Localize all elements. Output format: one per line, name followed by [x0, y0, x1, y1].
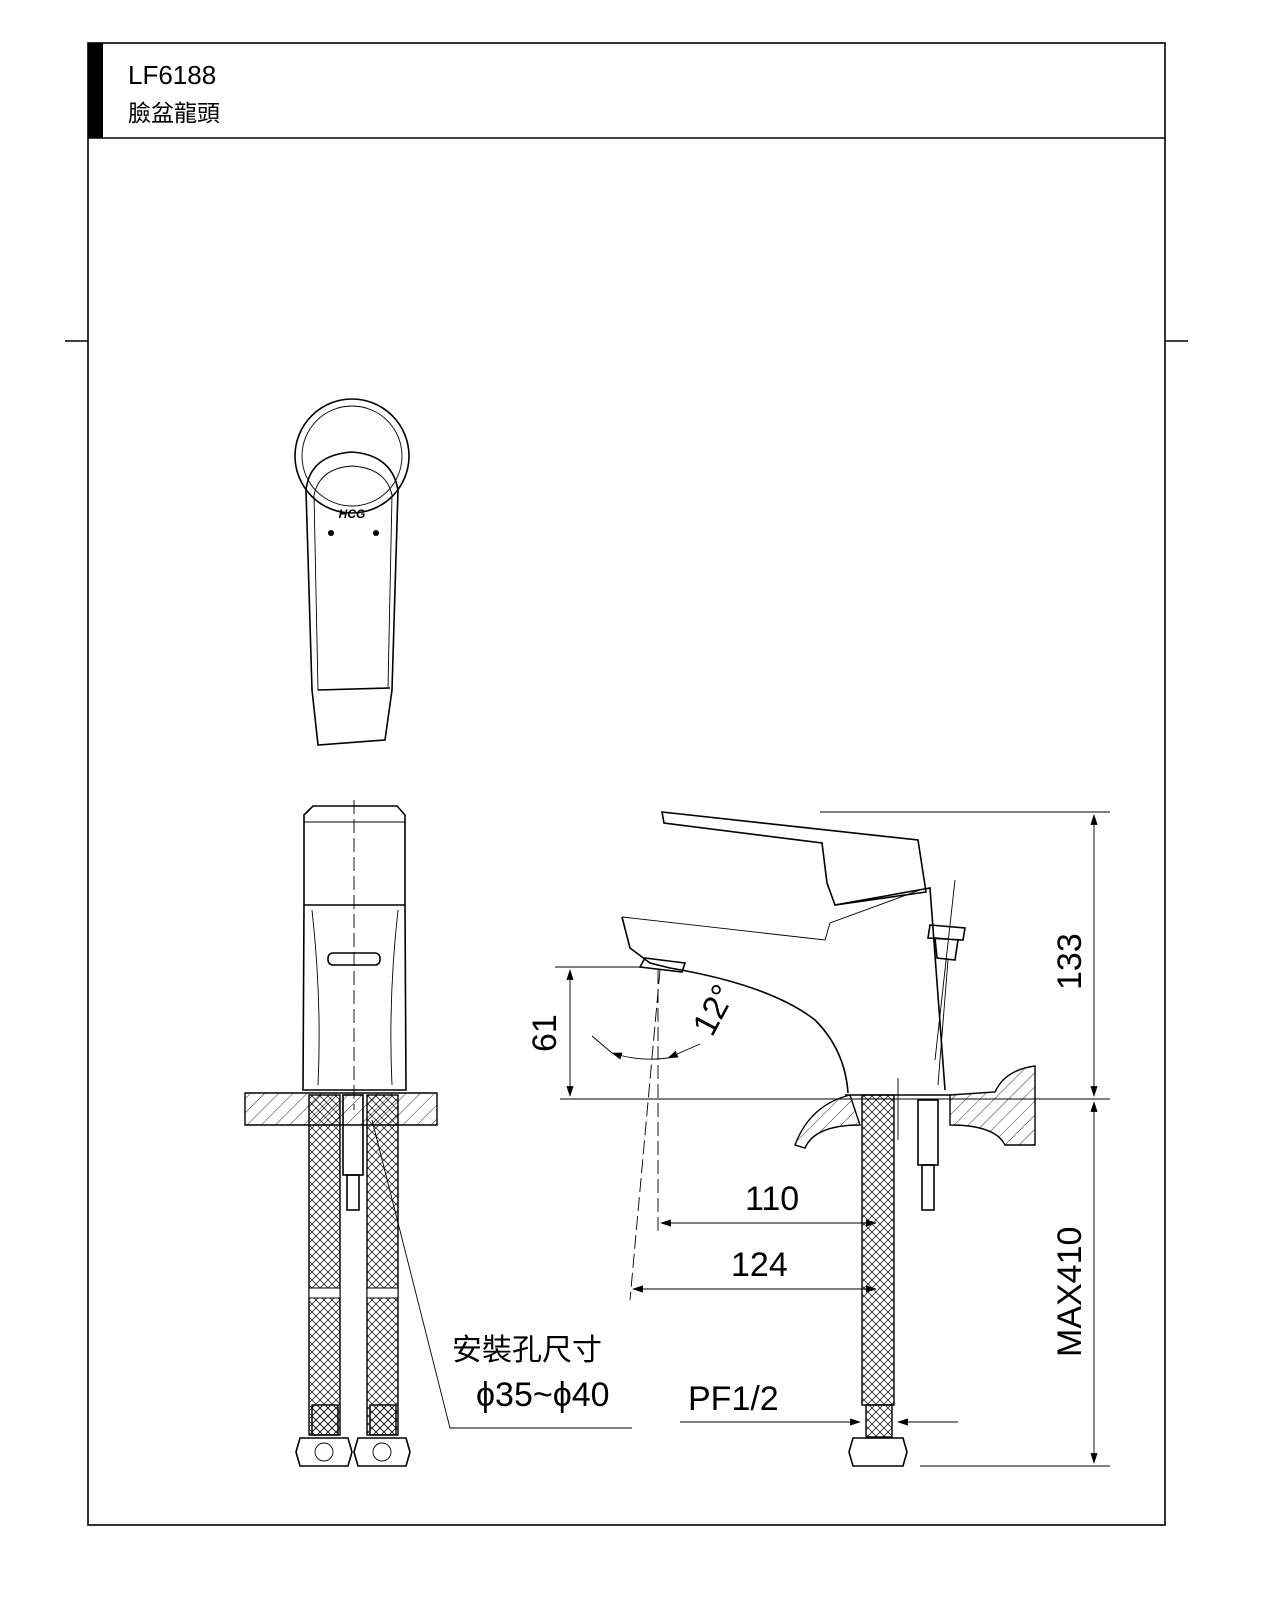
brand-logo: HCG — [339, 507, 366, 521]
title-bar-marker — [88, 43, 103, 138]
side-view — [555, 811, 1110, 1467]
dim-overall-reach: 124 — [731, 1246, 788, 1284]
dim-total-height: 133 — [1051, 933, 1089, 990]
model-number: LF6188 — [128, 60, 216, 90]
dim-spout-height: 61 — [526, 1014, 564, 1052]
dim-hose-thread: PF1/2 — [688, 1380, 779, 1418]
front-view — [244, 800, 632, 1467]
dim-spout-reach: 110 — [745, 1180, 799, 1218]
dim-hose-length: MAX410 — [1051, 1227, 1089, 1357]
product-name: 臉盆龍頭 — [128, 101, 220, 127]
install-hole-size: ϕ35~ϕ40 — [476, 1376, 610, 1414]
drawing-frame — [65, 42, 1188, 1526]
dim-spout-angle: 12° — [686, 979, 744, 1042]
top-view: HCG — [294, 398, 410, 746]
install-hole-label: 安裝孔尺寸 — [452, 1333, 602, 1368]
